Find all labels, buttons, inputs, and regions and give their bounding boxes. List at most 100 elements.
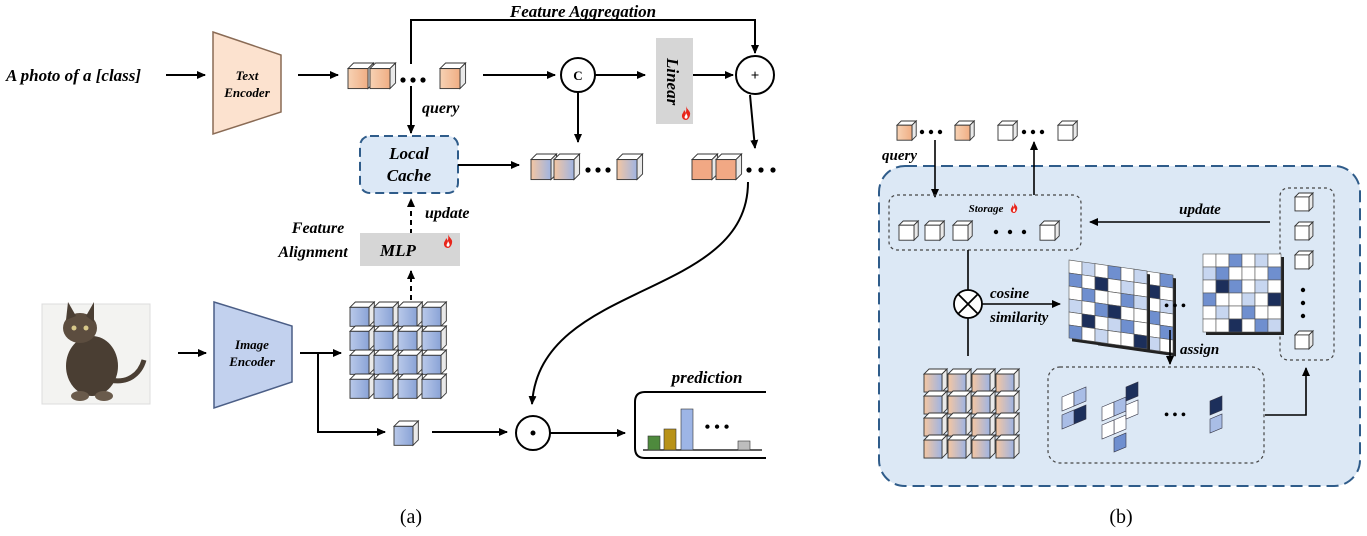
cube-token-icon — [348, 324, 376, 352]
ellipsis-dot — [758, 167, 764, 173]
aggregated-token-sequence — [690, 152, 776, 181]
mlp-block — [360, 233, 460, 266]
storage-label: Storage — [969, 203, 1004, 215]
cube-token-icon — [922, 411, 949, 438]
storage-token-sequence — [897, 219, 1061, 242]
text-encoder-label-1: Text — [236, 68, 259, 83]
cube-token-icon — [946, 411, 973, 438]
ellipsis-dot — [595, 167, 601, 173]
ellipsis-dot — [1300, 287, 1306, 293]
panel-a: A photo of a [class] Text Encoder Featur… — [5, 2, 776, 528]
prediction-bar — [647, 435, 661, 451]
cosine-label: cosine — [990, 286, 1030, 302]
linear-label: Linear — [663, 57, 682, 106]
cube-token-icon — [396, 324, 424, 352]
assignment-block — [1047, 366, 1265, 464]
assignment-patterns — [1061, 381, 1223, 453]
cube-token-icon — [1293, 329, 1315, 351]
cube-token-icon — [946, 433, 973, 460]
cube-token-icon — [922, 367, 949, 394]
cube-token-icon — [895, 119, 918, 142]
cube-token-icon — [923, 219, 946, 242]
assignment-ellipsis: • • • — [1164, 408, 1186, 423]
ellipsis-dot — [1007, 229, 1013, 235]
ellipsis-dot — [937, 129, 943, 135]
assignment-cell — [1125, 381, 1139, 402]
cube-token-icon — [922, 389, 949, 416]
cube-token-icon — [1293, 249, 1315, 271]
ellipsis-dot — [410, 77, 416, 83]
ellipsis-dot — [420, 77, 426, 83]
cube-token-icon — [420, 324, 448, 352]
panel-b: query Storage update cosine similarity •… — [878, 119, 1361, 528]
ellipsis-dot — [1039, 129, 1045, 135]
cube-token-icon — [1038, 219, 1061, 242]
image-encoder-label-2: Encoder — [228, 354, 275, 369]
image-encoder-label-1: Image — [234, 337, 269, 352]
cube-token-icon — [994, 367, 1021, 394]
update-label-a: update — [425, 205, 469, 222]
cube-token-icon — [1293, 191, 1315, 213]
matrix-ellipsis: • • • — [1164, 299, 1186, 314]
cube-token-icon — [396, 348, 424, 376]
cube-token-icon — [372, 372, 400, 400]
similarity-matrices — [1068, 253, 1284, 357]
cached-token-sequence — [529, 152, 644, 181]
ellipsis-dot — [1300, 300, 1306, 306]
cube-token-icon — [951, 219, 974, 242]
prediction-bar — [680, 408, 694, 451]
cube-token-icon — [392, 419, 420, 447]
cube-token-icon — [372, 324, 400, 352]
query-label-b: query — [882, 148, 917, 164]
cube-token-icon — [996, 119, 1019, 142]
local-cache-label-2: Cache — [387, 166, 432, 185]
ellipsis-dot — [1300, 313, 1306, 319]
text-encoder-block — [212, 30, 282, 136]
cube-token-icon — [953, 119, 976, 142]
assignment-cell — [1209, 395, 1223, 416]
plus-circle-icon — [735, 55, 775, 95]
cube-token-icon — [970, 389, 997, 416]
text-token-sequence — [346, 61, 467, 90]
input-prompt-text: A photo of a [class] — [5, 66, 141, 85]
cube-token-icon — [372, 348, 400, 376]
assigned-column-block — [1279, 187, 1335, 361]
prediction-bar — [737, 440, 751, 451]
assignment-cell — [1113, 432, 1127, 453]
ellipsis-dot — [928, 129, 934, 135]
assign-label: assign — [1180, 342, 1219, 358]
ellipsis-dot — [770, 167, 776, 173]
cube-token-icon — [348, 300, 376, 328]
assignment-cell — [1101, 419, 1115, 440]
cube-token-icon — [970, 433, 997, 460]
cube-token-icon — [994, 389, 1021, 416]
cube-token-icon — [348, 372, 376, 400]
cube-token-icon — [529, 152, 558, 181]
similarity-label: similarity — [989, 310, 1049, 326]
ellipsis-dot — [1021, 129, 1027, 135]
assignment-cell — [1209, 413, 1223, 434]
cube-token-icon — [897, 219, 920, 242]
prediction-label: prediction — [670, 368, 743, 387]
text-encoder-label-2: Encoder — [223, 85, 270, 100]
cube-token-icon — [552, 152, 581, 181]
feature-alignment-label-1: Feature — [291, 220, 344, 237]
cube-token-icon — [438, 61, 467, 90]
cube-token-icon — [946, 389, 973, 416]
cube-token-icon — [970, 411, 997, 438]
feature-aggregation-label: Feature Aggregation — [509, 2, 656, 21]
cube-token-icon — [420, 348, 448, 376]
ellipsis-dot — [400, 77, 406, 83]
prediction-bar — [663, 428, 677, 451]
caption-b: (b) — [1109, 506, 1132, 528]
cube-token-icon — [714, 152, 743, 181]
similarity-matrix — [1202, 253, 1284, 335]
cube-token-icon — [994, 433, 1021, 460]
cube-token-icon — [946, 367, 973, 394]
assignment-cell — [1125, 399, 1139, 420]
mlp-label: MLP — [379, 241, 417, 260]
prediction-ellipsis: • • • — [705, 419, 730, 436]
similarity-matrix — [1068, 259, 1150, 353]
cube-token-icon — [396, 300, 424, 328]
